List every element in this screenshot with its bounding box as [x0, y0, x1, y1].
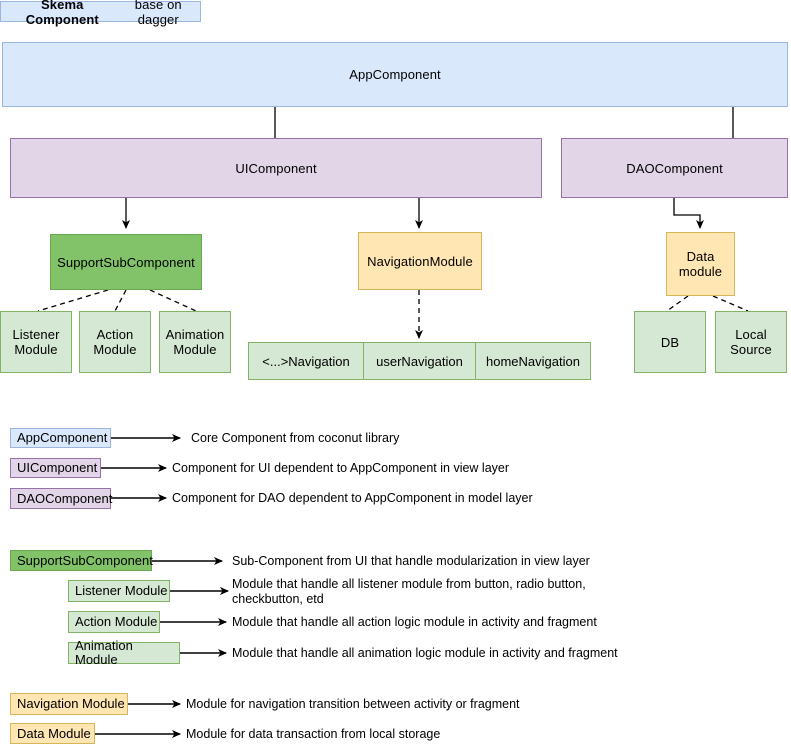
legend-desc-navigationmodule: Module for navigation transition between… [186, 697, 520, 711]
edge-supportsub-to-action [114, 289, 127, 312]
legend-desc-supportsubcomponent: Sub-Component from UI that handle modula… [232, 554, 590, 568]
node-local-source[interactable]: Local Source [715, 311, 787, 373]
node-user-navigation[interactable]: userNavigation [363, 342, 476, 380]
legend-swatch-actionmodule[interactable]: Action Module [68, 611, 160, 633]
legend-desc-actionmodule: Module that handle all action logic modu… [232, 615, 597, 629]
legend-desc-uicomponent: Component for UI dependent to AppCompone… [172, 461, 510, 475]
legend-desc-datamodule: Module for data transaction from local s… [186, 727, 441, 741]
edge-supportsub-to-listener [37, 289, 109, 312]
node-animation-module[interactable]: Animation Module [159, 311, 231, 373]
edge-dao-to-datamodule [673, 198, 704, 229]
diagram-title-bold: Skema Component [25, 0, 99, 27]
node-action-module[interactable]: Action Module [79, 311, 151, 373]
node-uicomponent[interactable]: UIComponent [10, 138, 542, 198]
diagram-title-sub: base on dagger [134, 0, 182, 27]
legend-desc-daocomponent: Component for DAO dependent to AppCompon… [172, 491, 533, 505]
legend-swatch-listenermodule[interactable]: Listener Module [68, 580, 170, 602]
legend-desc-listenermodule: Module that handle all listener module f… [232, 577, 586, 606]
node-navigationmodule[interactable]: NavigationModule [358, 232, 482, 290]
legend-swatch-appcomponent[interactable]: AppComponent [10, 428, 111, 448]
node-generic-navigation[interactable]: <...>Navigation [248, 342, 364, 380]
legend-swatch-uicomponent[interactable]: UIComponent [10, 458, 101, 478]
legend-desc-animationmodule: Module that handle all animation logic m… [232, 646, 618, 660]
legend-swatch-daocomponent[interactable]: DAOComponent [10, 488, 112, 509]
edge-datamodule-to-localsource [712, 295, 749, 312]
legend-swatch-supportsubcomponent[interactable]: SupportSubComponent [10, 550, 153, 571]
node-daocomponent[interactable]: DAOComponent [561, 138, 788, 198]
legend-desc-appcomponent: Core Component from coconut library [191, 431, 400, 445]
node-home-navigation[interactable]: homeNavigation [475, 342, 591, 380]
legend-swatch-datamodule[interactable]: Data Module [10, 723, 95, 744]
edge-supportsub-to-animation [149, 289, 197, 312]
node-listener-module[interactable]: Listener Module [0, 311, 72, 373]
diagram-title: Skema Component base on dagger [0, 0, 201, 27]
node-datamodule[interactable]: Data module [666, 232, 735, 296]
legend-swatch-animationmodule[interactable]: Animation Module [68, 639, 180, 667]
node-db[interactable]: DB [634, 311, 706, 373]
edge-datamodule-to-db [666, 295, 689, 312]
legend-swatch-navigationmodule[interactable]: Navigation Module [10, 693, 128, 715]
node-appcomponent[interactable]: AppComponent [2, 42, 788, 107]
node-supportsubcomponent[interactable]: SupportSubComponent [50, 234, 202, 290]
